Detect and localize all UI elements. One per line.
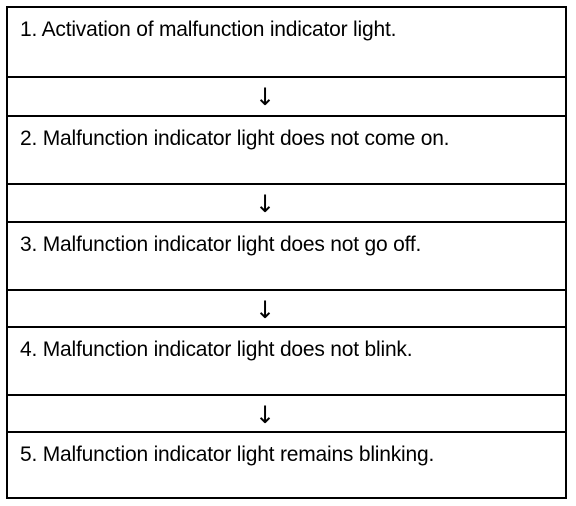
- arrow-row-1: ↓: [8, 78, 565, 117]
- down-arrow-icon: ↓: [255, 296, 276, 324]
- step-text-5: 5. Malfunction indicator light remains b…: [20, 443, 435, 466]
- arrow-row-2: ↓: [8, 185, 565, 224]
- row-divider: [8, 115, 565, 117]
- row-divider: [8, 326, 565, 328]
- row-divider: [8, 183, 565, 185]
- step-row-1: 1. Activation of malfunction indicator l…: [8, 8, 565, 76]
- step-text-3: 3. Malfunction indicator light does not …: [20, 233, 422, 256]
- row-divider: [8, 394, 565, 396]
- step-row-4: 4. Malfunction indicator light does not …: [8, 328, 565, 396]
- down-arrow-icon: ↓: [255, 401, 276, 429]
- step-row-5: 5. Malfunction indicator light remains b…: [8, 433, 565, 501]
- row-divider: [8, 431, 565, 433]
- arrow-row-3: ↓: [8, 291, 565, 330]
- down-arrow-icon: ↓: [255, 83, 276, 111]
- step-row-2: 2. Malfunction indicator light does not …: [8, 117, 565, 185]
- step-text-2: 2. Malfunction indicator light does not …: [20, 127, 450, 150]
- row-divider: [8, 289, 565, 291]
- step-row-3: 3. Malfunction indicator light does not …: [8, 223, 565, 291]
- row-divider: [8, 76, 565, 78]
- step-text-4: 4. Malfunction indicator light does not …: [20, 338, 413, 361]
- arrow-row-4: ↓: [8, 396, 565, 435]
- row-divider: [8, 221, 565, 223]
- step-text-1: 1. Activation of malfunction indicator l…: [20, 18, 397, 41]
- down-arrow-icon: ↓: [255, 190, 276, 218]
- flow-table: 1. Activation of malfunction indicator l…: [6, 6, 567, 499]
